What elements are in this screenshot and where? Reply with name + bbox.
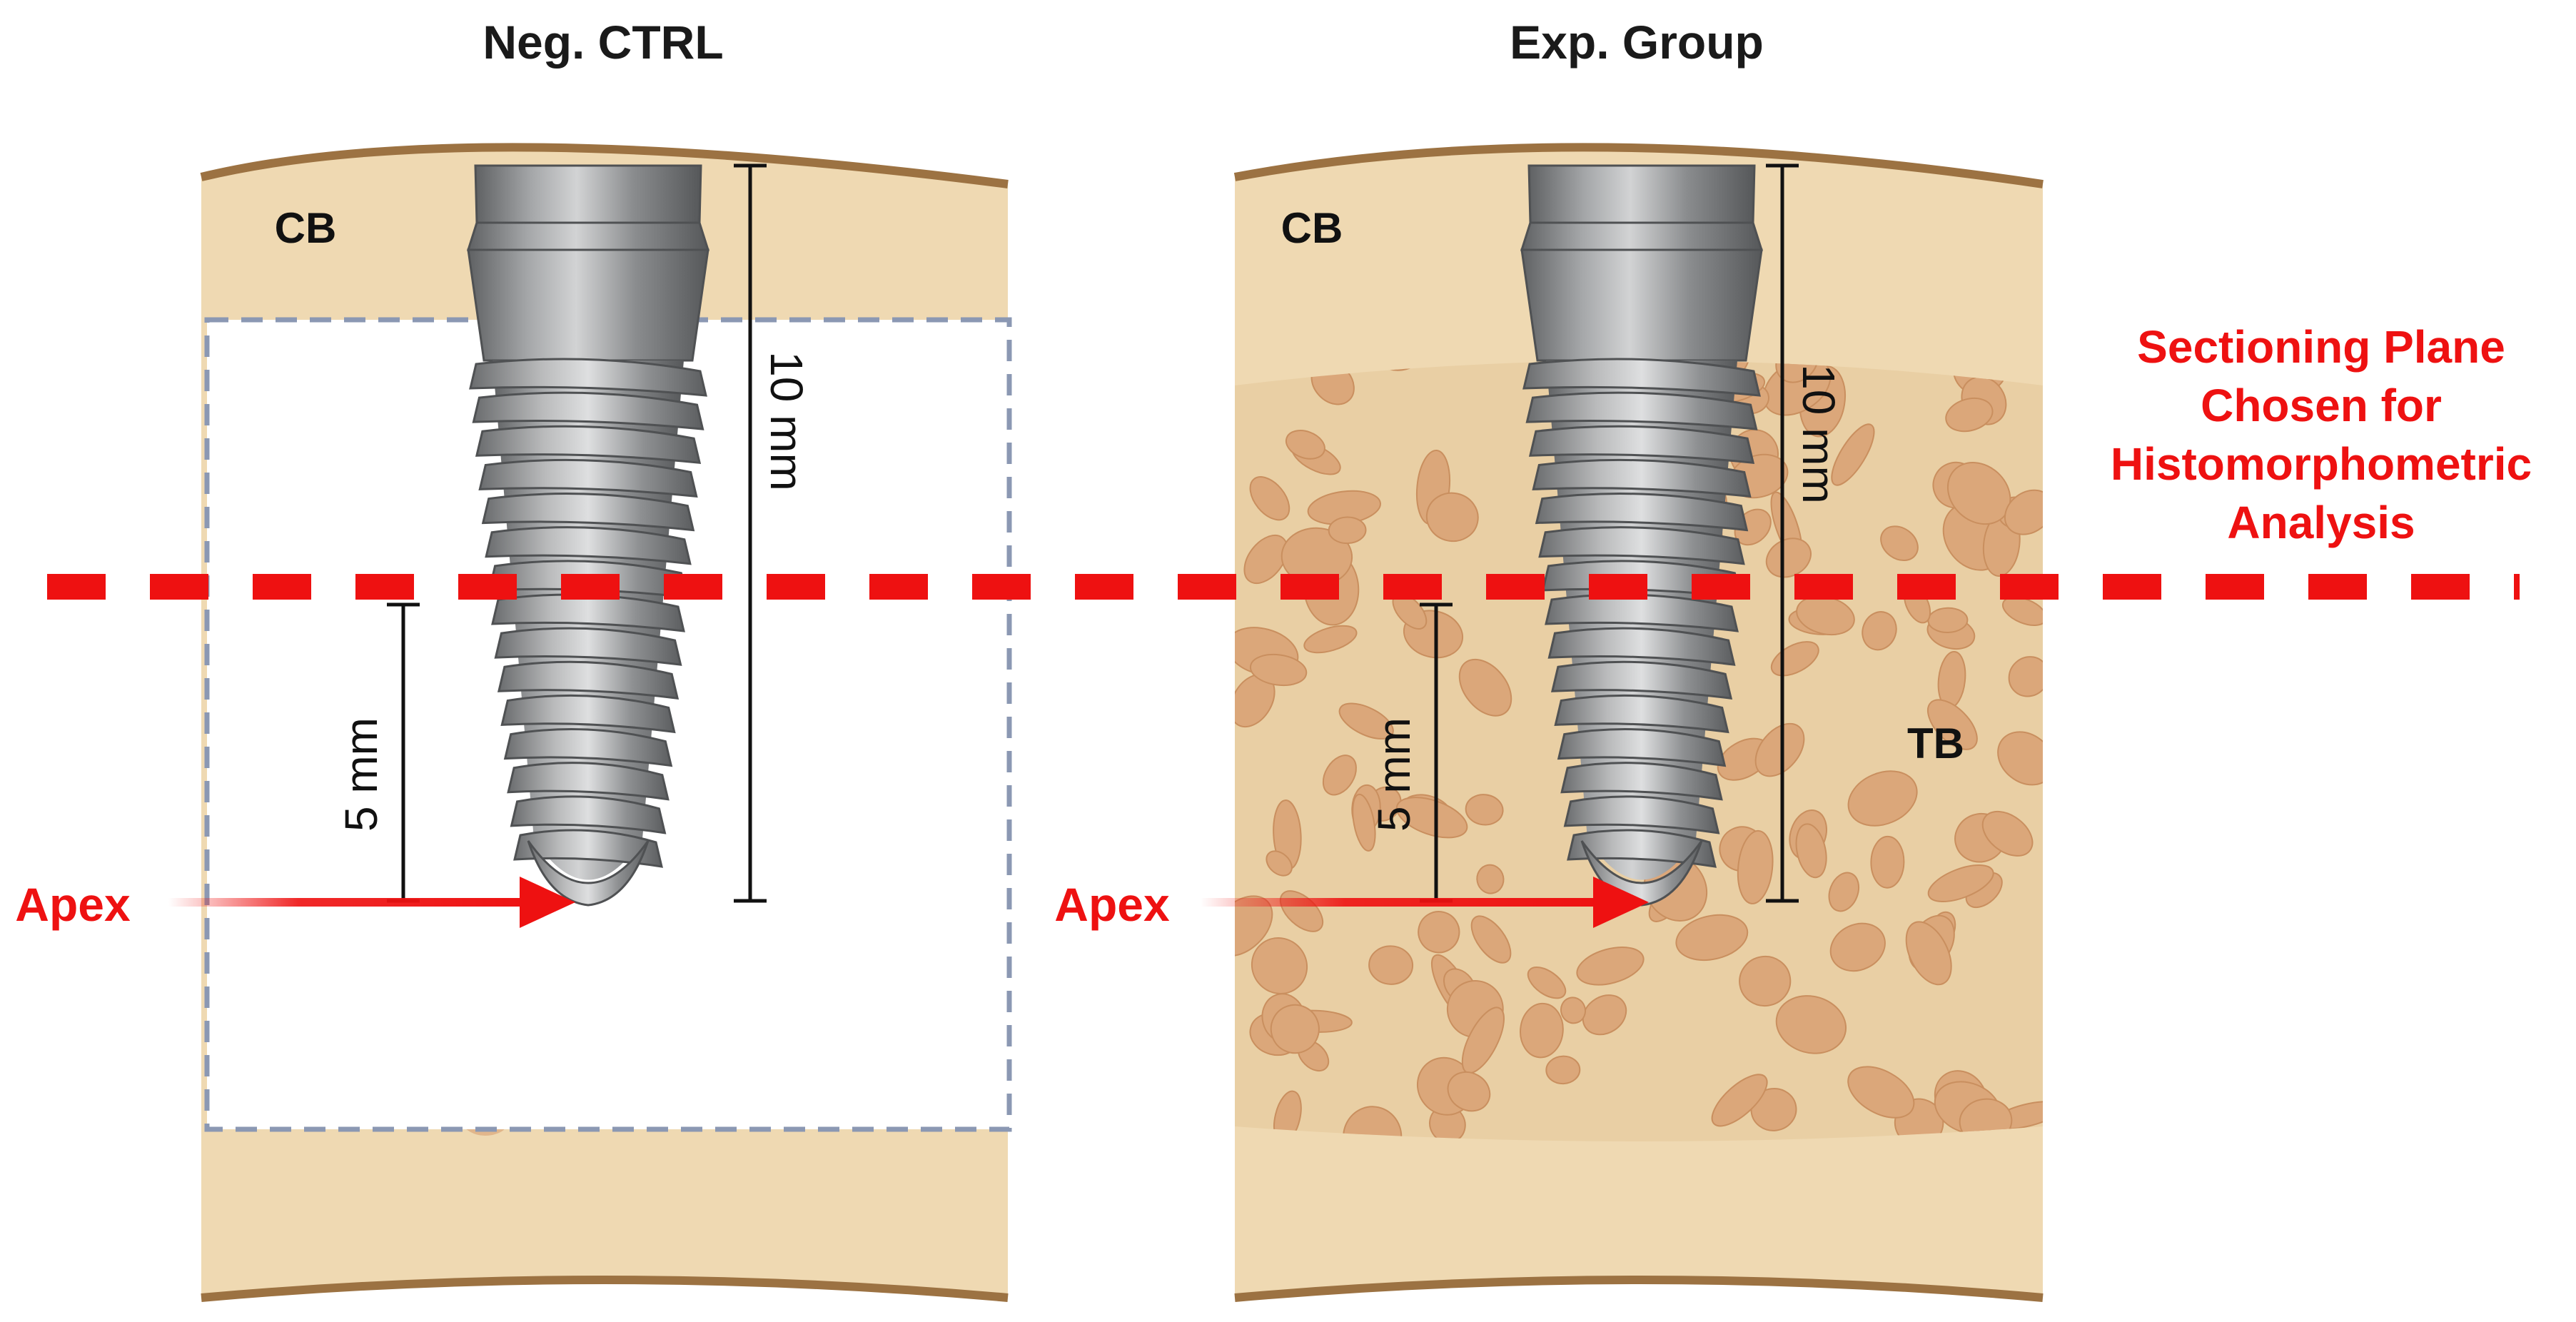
trabecula-shape <box>1927 607 1969 634</box>
trabecula-shape <box>1828 872 1860 912</box>
trabecula-shape <box>1249 653 1308 687</box>
apex-arrow-icon <box>1201 877 1649 928</box>
trabecula-shape <box>1243 534 1288 585</box>
panel-title-exp-group: Exp. Group <box>1510 16 1764 69</box>
dimension-label-10mm: 10 mm <box>1793 364 1844 504</box>
bone-top-outline <box>200 143 1009 188</box>
trabecula-shape <box>1711 1074 1768 1127</box>
trabecula-shape <box>2008 656 2043 697</box>
trabecula-shape <box>1927 864 1994 903</box>
trabecula-shape <box>1997 731 2043 786</box>
trabecula-shape <box>1470 915 1512 964</box>
trabecula-shape <box>1829 922 1886 972</box>
trabecula-shape <box>1847 770 1918 827</box>
trabecula-shape <box>1285 430 1325 460</box>
dimension-bar-10mm <box>1766 163 1799 903</box>
trabecula-shape <box>2001 596 2043 626</box>
trabecula-shape <box>1352 793 1376 852</box>
trabecula-shape <box>1520 1002 1564 1059</box>
trabecula-shape <box>1582 994 1627 1036</box>
trabecular-bone-label: TB <box>1907 720 1964 767</box>
trabecula-shape <box>2004 489 2043 535</box>
trabecula-shape <box>1946 462 2011 525</box>
trabecula-shape <box>1981 810 2034 857</box>
annotation-line: Analysis <box>2227 497 2415 548</box>
trabecula-shape <box>1945 398 1994 433</box>
dimension-label-5mm: 5 mm <box>1368 717 1420 832</box>
trabecula-shape <box>1418 911 1460 954</box>
trabecula-shape <box>1560 996 1587 1024</box>
trabecula-shape <box>1447 1071 1491 1112</box>
dental-implant-icon <box>1520 164 1764 907</box>
trabecula-shape <box>1338 702 1394 740</box>
trabecula-shape <box>1270 1004 1320 1054</box>
panel-title-neg-ctrl: Neg. CTRL <box>483 16 723 69</box>
trabecula-shape <box>1737 829 1774 904</box>
apex-arrow-icon <box>168 877 575 928</box>
dental-implant-icon <box>466 164 710 907</box>
trabecula-shape <box>1368 945 1414 985</box>
trabecula-shape <box>1476 864 1505 894</box>
trabecula-shape <box>1927 699 1978 750</box>
trabecula-shape <box>1765 538 1812 578</box>
trabecula-shape <box>1425 492 1479 543</box>
trabecula-shape <box>1870 835 1905 889</box>
dimension-label-10mm: 10 mm <box>761 351 812 491</box>
bone-bottom-outline <box>1234 1276 2044 1302</box>
annotation-line: Sectioning Plane <box>2137 321 2505 373</box>
trabecula-shape <box>1675 914 1749 961</box>
bone-bottom-outline <box>201 1276 1009 1302</box>
apex-label: Apex <box>15 878 131 931</box>
trabecula-shape <box>1750 1087 1797 1131</box>
trabecula-shape <box>1880 525 1919 562</box>
annotation-line: Chosen for <box>2201 380 2442 431</box>
trabecula-shape <box>1249 476 1290 521</box>
trabecula-shape <box>1847 1066 1915 1119</box>
trabecula-shape <box>1303 625 1358 654</box>
trabecula-shape <box>1775 995 1847 1054</box>
sectioning-plane-annotation: Sectioning Plane Chosen for Histomorphom… <box>2111 321 2532 548</box>
trabecula-shape <box>1322 755 1357 796</box>
trabecula-shape <box>1527 967 1567 999</box>
trabecula-shape <box>1369 360 1427 371</box>
cortical-bone-label: CB <box>1281 204 1343 252</box>
trabecula-shape <box>1465 794 1504 826</box>
trabecula-shape <box>1795 823 1827 879</box>
trabecula-shape <box>1862 611 1897 651</box>
trabecula-shape <box>1266 850 1293 877</box>
apex-label: Apex <box>1054 878 1170 931</box>
dimension-label-5mm: 5 mm <box>335 717 387 832</box>
trabecula-shape <box>1739 955 1792 1007</box>
trabecula-shape <box>1831 423 1875 486</box>
trabecula-shape <box>1576 947 1645 986</box>
cortical-bone-label: CB <box>275 204 337 252</box>
trabecula-shape <box>1545 1055 1581 1085</box>
trabecula-shape <box>1251 937 1308 994</box>
trabecula-shape <box>1754 722 1805 777</box>
annotation-line: Histomorphometric <box>2111 438 2532 490</box>
trabecula-shape <box>1458 658 1512 717</box>
trabecula-shape <box>1905 921 1952 986</box>
trabecula-shape <box>1328 516 1367 545</box>
dimension-bar-10mm <box>734 163 767 903</box>
bone-top-outline <box>1233 143 2044 188</box>
